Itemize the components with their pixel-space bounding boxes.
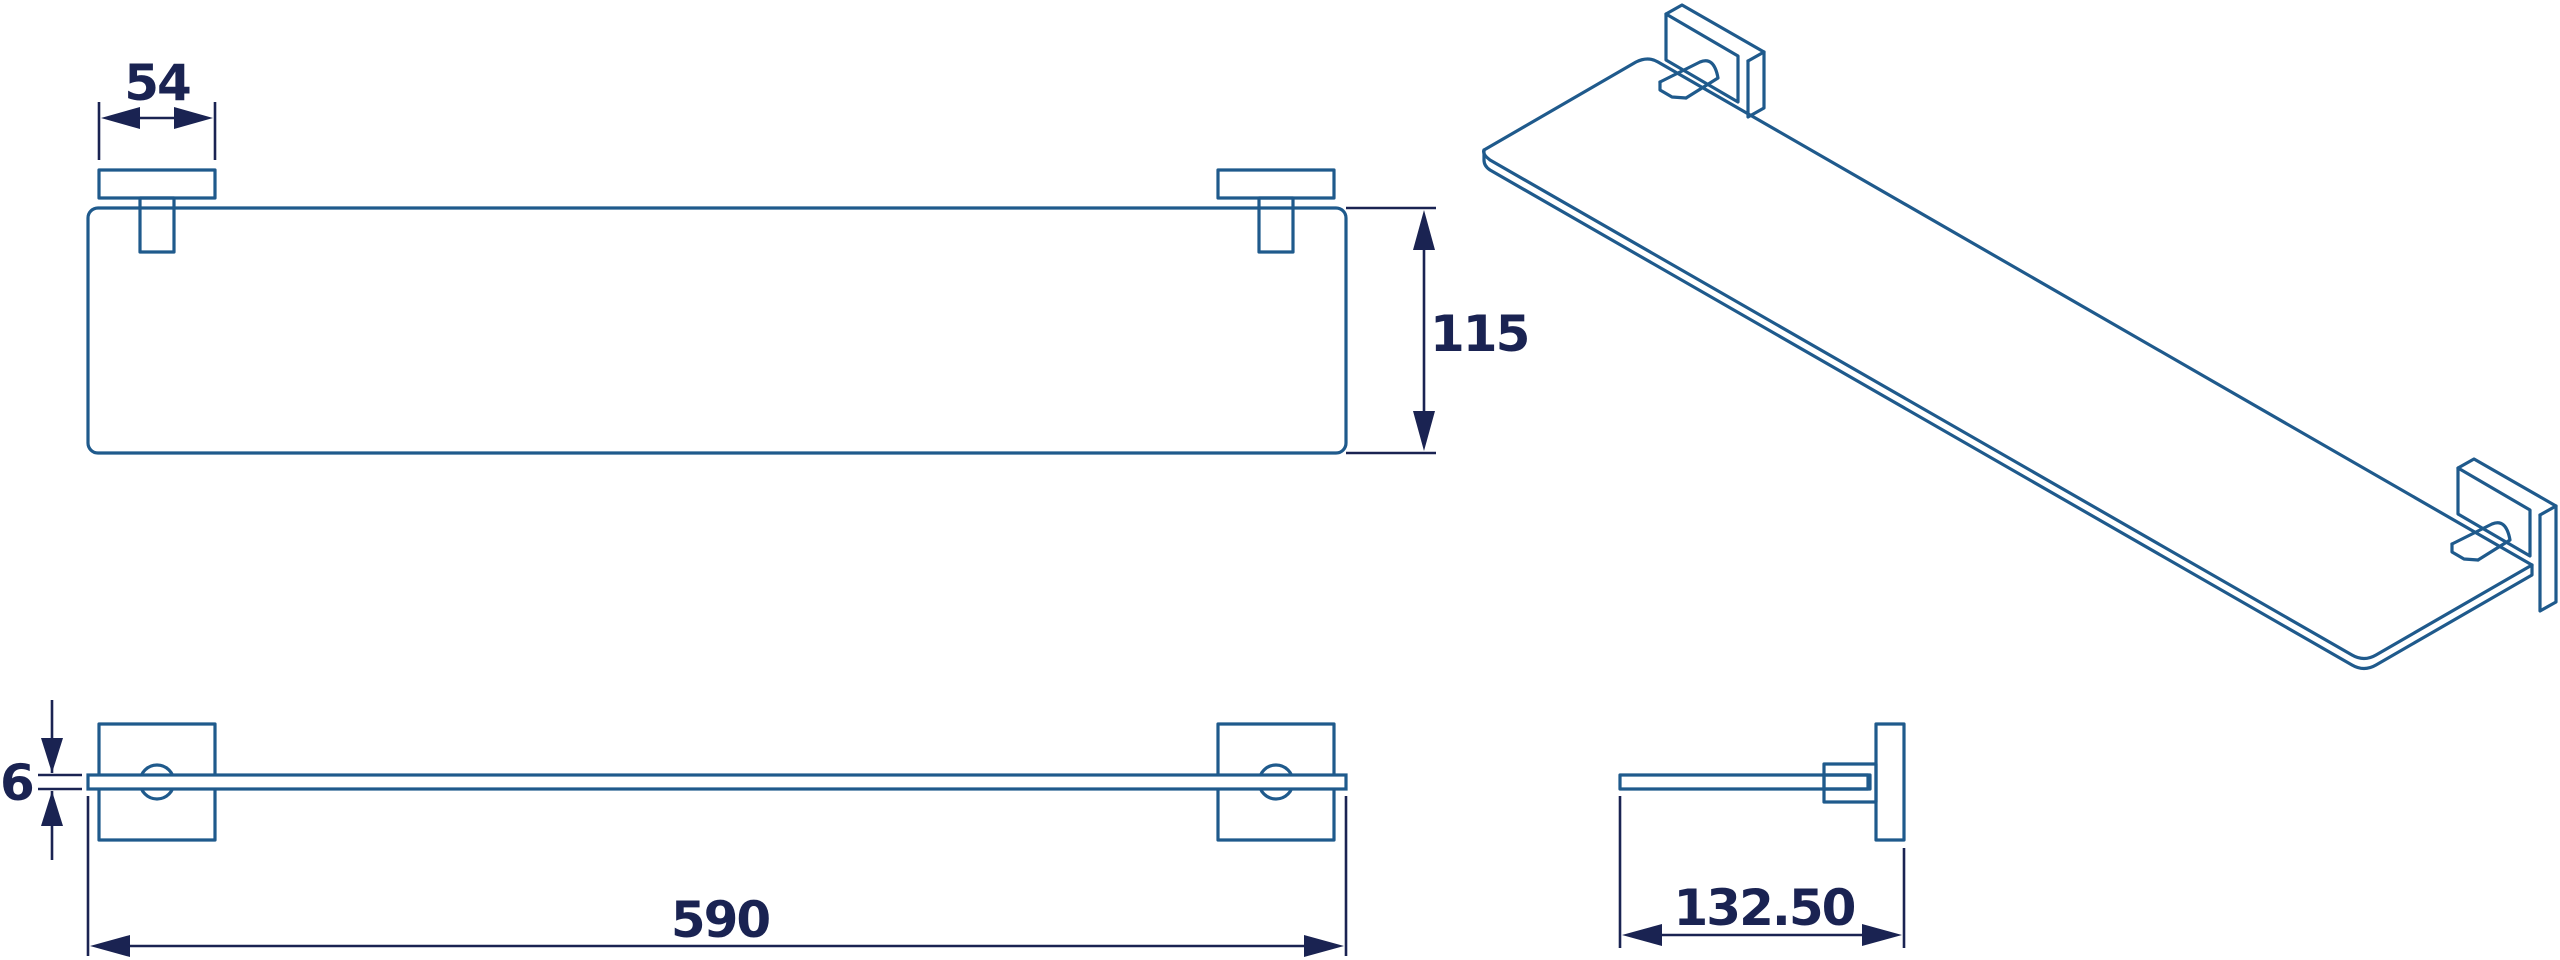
dimension-thickness: 6 [0,700,82,860]
side-glass [1618,773,1872,791]
dimension-label-590: 590 [671,891,770,949]
dimension-wall-projection: 132.50 [1618,796,1906,948]
side-view [1618,722,1906,842]
glass-shelf-front [86,773,1348,791]
iso-glass-top [1482,57,2534,661]
bracket-right-arm [1257,196,1295,254]
iso-bracket-left [1658,3,1766,119]
dimension-label-6: 6 [0,754,33,812]
bracket-right-wallplate [1216,168,1336,200]
dimension-overall-length: 590 [86,796,1348,957]
side-wall-plate [1874,722,1906,842]
isometric-view [1482,3,2558,671]
dimension-label-132-50: 132.50 [1674,879,1855,937]
iso-bracket-right [2450,457,2558,613]
dimension-label-54: 54 [124,54,190,112]
glass-shelf-top [86,206,1348,455]
dimension-label-115: 115 [1430,305,1528,363]
bracket-left-arm [138,196,176,254]
dimension-depth: 115 [1346,206,1530,455]
side-bracket-inner [1822,773,1870,791]
front-view [86,722,1348,842]
iso-glass-edge-front [1482,148,2534,671]
bracket-left-wallplate [97,168,217,200]
top-view [86,168,1348,455]
dimension-bracket-width: 54 [97,54,217,160]
